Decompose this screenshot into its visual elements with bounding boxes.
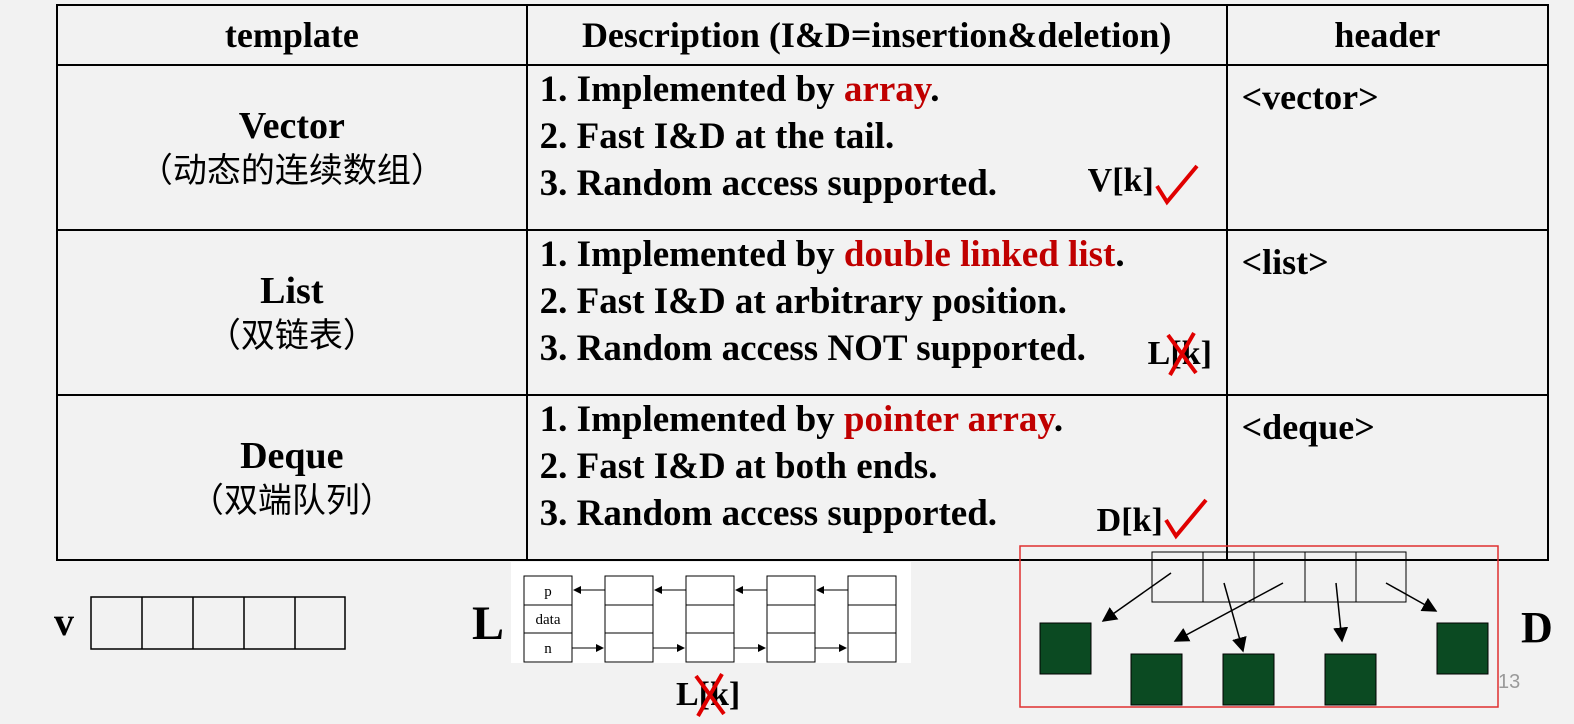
template-name: Vector: [238, 104, 345, 147]
highlight-text: double linked list: [843, 234, 1116, 275]
description-line-1: 1. Implemented by double linked list.: [528, 231, 1226, 278]
node-field-label: p: [544, 584, 552, 600]
access-example: D[k]: [1096, 502, 1163, 539]
highlight-text: array: [843, 69, 931, 110]
check-mark-icon: [1154, 164, 1199, 206]
check-mark-icon: [1163, 498, 1208, 540]
header-header: header: [1225, 4, 1550, 66]
linked-list-nodes: [523, 575, 897, 663]
access-example: V[k]: [1087, 162, 1154, 199]
line-text: 1. Implemented by: [539, 69, 844, 110]
line-text-end: .: [1053, 399, 1064, 440]
template-cell-vector: Vector （动态的连续数组）: [56, 64, 528, 231]
node-field-label: data: [535, 612, 561, 628]
header-cell-vector: <vector>: [1225, 64, 1550, 231]
description-line-2: 2. Fast I&D at the tail.: [539, 116, 895, 157]
header-template: template: [56, 4, 528, 66]
header-description: Description (I&D=insertion&deletion): [525, 4, 1228, 66]
template-name: List: [260, 269, 324, 312]
line-text-end: .: [930, 69, 940, 110]
template-cell-deque: Deque （双端队列）: [56, 394, 528, 561]
deque-diagram-label: D: [1521, 603, 1553, 652]
slide-number: 13: [1498, 671, 1521, 693]
description-line-3: 3. Random access NOT supported.: [539, 328, 1086, 369]
description-line-2: 2. Fast I&D at arbitrary position.: [539, 281, 1067, 322]
template-chinese-name: （双链表）: [206, 315, 377, 356]
cross-mark-icon: [694, 673, 726, 717]
vector-diagram-label: v: [54, 599, 74, 644]
template-name: Deque: [240, 434, 344, 477]
stl-container-table: template Description (I&D=insertion&dele…: [56, 4, 1550, 561]
header-row: template Description (I&D=insertion&dele…: [56, 4, 1550, 66]
deque-diagram: [1019, 545, 1499, 708]
header-cell-list: <list>: [1225, 229, 1550, 396]
template-cell-list: List （双链表）: [56, 229, 528, 396]
description-cell-deque: 1. Implemented by pointer array. 2. Fast…: [525, 394, 1228, 561]
table-row-deque: Deque （双端队列） 1. Implemented by pointer a…: [56, 394, 1550, 561]
linked-list-diagram: p data n: [511, 562, 911, 663]
vector-array-diagram: [90, 596, 346, 650]
description-cell-vector: 1. Implemented by array. 2. Fast I&D at …: [525, 64, 1228, 231]
description-line-3: 3. Random access supported.: [539, 493, 998, 534]
line-text: 1. Implemented by: [539, 399, 844, 440]
table-row-list: List （双链表） 1. Implemented by double link…: [56, 229, 1550, 396]
description-line-1: 1. Implemented by array.: [528, 66, 1226, 113]
description-cell-list: 1. Implemented by double linked list. 2.…: [525, 229, 1228, 396]
description-line-3: 3. Random access supported.: [539, 163, 998, 204]
table-row-vector: Vector （动态的连续数组） 1. Implemented by array…: [56, 64, 1550, 231]
cross-mark-icon: [1166, 332, 1198, 376]
list-diagram-label: L: [472, 597, 505, 650]
description-line-1: 1. Implemented by pointer array.: [528, 396, 1226, 443]
highlight-text: pointer array: [843, 399, 1054, 440]
template-chinese-name: （动态的连续数组）: [138, 150, 445, 191]
template-chinese-name: （双端队列）: [189, 480, 394, 521]
node-field-label: n: [544, 641, 552, 657]
description-line-2: 2. Fast I&D at both ends.: [539, 446, 938, 487]
line-text: 1. Implemented by: [539, 234, 844, 275]
line-text-end: .: [1115, 234, 1125, 275]
header-cell-deque: <deque>: [1225, 394, 1550, 561]
